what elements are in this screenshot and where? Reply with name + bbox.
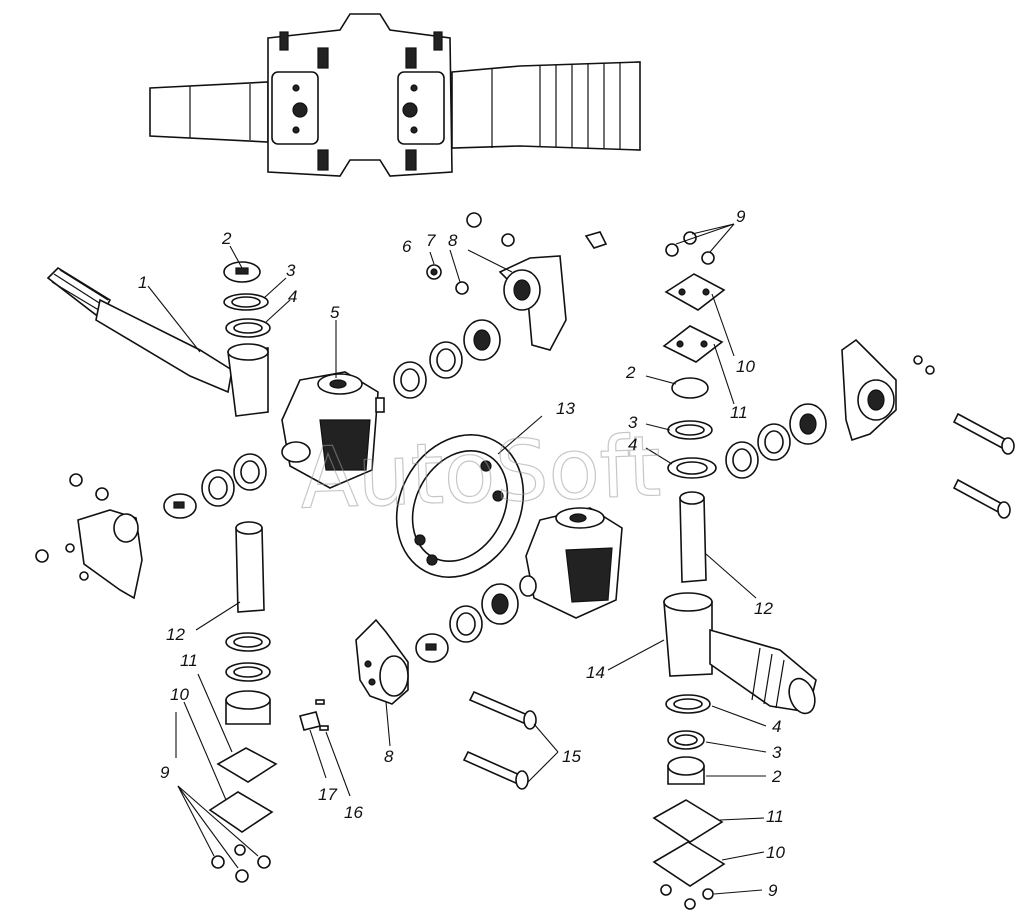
bracket-8-left (35, 473, 143, 600)
yoke-shaft-14 (663, 592, 817, 715)
stack-bottom-right (652, 694, 726, 910)
rings-left (163, 453, 267, 519)
callout-8-bottom: 8 (384, 747, 394, 766)
stack-2-3-4-middle (667, 377, 717, 479)
callout-4-top: 4 (288, 287, 297, 306)
watermark-text: AutoSoft (298, 417, 662, 528)
callout-4-middle: 4 (628, 435, 637, 454)
bolts-right (952, 412, 1015, 519)
callout-15: 15 (562, 747, 581, 766)
nuts-6-7 (426, 212, 608, 295)
bracket-8-bottom (355, 618, 409, 705)
pin-12-left (235, 521, 265, 613)
callout-9-top: 9 (736, 207, 746, 226)
callout-9-left: 9 (160, 763, 170, 782)
parts-16-17 (299, 699, 329, 731)
callout-7: 7 (426, 231, 436, 250)
callout-2-top: 2 (221, 229, 232, 248)
leader-lines (147, 223, 767, 895)
cover-stack-top-right (662, 231, 726, 363)
callout-17: 17 (318, 785, 337, 804)
callout-labels: 1 2 3 4 5 6 7 8 9 10 2 11 3 4 13 12 12 1… (138, 207, 785, 900)
bearing-rings-lower-center (415, 583, 519, 663)
callout-6: 6 (402, 237, 412, 256)
pin-12-right (679, 491, 707, 583)
callout-2-middle: 2 (625, 363, 636, 382)
stack-bottom-left (208, 632, 278, 883)
assembled-cardan-joint (149, 13, 641, 177)
callout-11-left: 11 (180, 651, 198, 670)
stack-2-3-4-top (223, 261, 271, 338)
bracket-8-right (841, 338, 935, 442)
callout-13: 13 (556, 399, 575, 418)
callout-10-left: 10 (170, 685, 189, 704)
bearing-rings-right (725, 403, 827, 479)
callout-12-left: 12 (166, 625, 185, 644)
callout-5: 5 (330, 303, 340, 322)
callout-2-bottom: 2 (771, 767, 782, 786)
callout-14: 14 (586, 663, 605, 682)
callout-4-bottom: 4 (772, 717, 781, 736)
callout-11-bottom: 11 (766, 807, 784, 826)
callout-1: 1 (138, 273, 147, 292)
callout-3-middle: 3 (628, 413, 638, 432)
callout-11-middle: 11 (730, 403, 748, 422)
callout-12-right: 12 (754, 599, 773, 618)
callout-9-bottom: 9 (768, 881, 778, 900)
bolts-15 (462, 690, 537, 790)
bracket-8-top (498, 255, 567, 351)
callout-10-top: 10 (736, 357, 755, 376)
cross-5 (281, 371, 385, 489)
callout-3-top: 3 (286, 261, 296, 280)
cross-center (519, 507, 623, 619)
ring-13 (395, 434, 525, 578)
callout-16: 16 (344, 803, 363, 822)
bearing-rings-upper-center (393, 319, 501, 399)
callout-8-top: 8 (448, 231, 458, 250)
yoke-shaft-left (46, 266, 269, 417)
callout-10-bottom: 10 (766, 843, 785, 862)
callout-3-bottom: 3 (772, 743, 782, 762)
